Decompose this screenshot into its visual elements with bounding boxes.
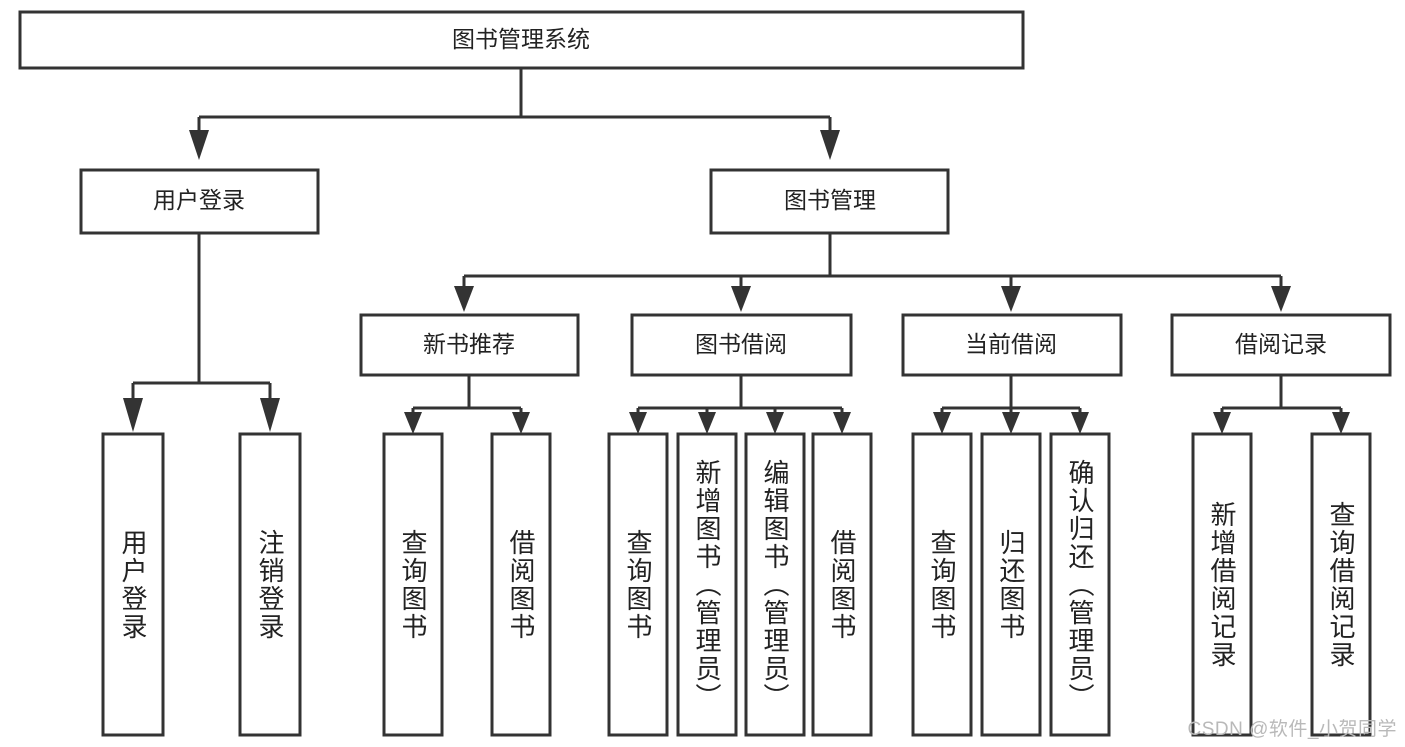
node-current-borrow-label: 当前借阅 — [965, 331, 1057, 357]
connector-group-book-manage — [454, 233, 1291, 312]
node-leaf-return-book-box[interactable] — [980, 432, 1042, 737]
arrow-head-leaf-confirm-return — [1071, 412, 1089, 434]
arrow-head-leaf-logout-login — [260, 398, 280, 432]
node-user-login-box[interactable] — [79, 168, 320, 235]
node-book-manage-label: 图书管理 — [784, 187, 876, 213]
arrow-head-book-borrow — [731, 286, 751, 312]
node-user-login[interactable]: 用户登录 — [79, 168, 320, 235]
arrow-head-borrow-record — [1271, 286, 1291, 312]
node-leaf-logout-login-box[interactable] — [238, 432, 302, 737]
connector-group-borrow-record — [1213, 375, 1350, 434]
node-book-borrow[interactable]: 图书借阅 — [630, 313, 853, 377]
node-leaf-add-record-box[interactable] — [1191, 432, 1253, 737]
node-borrow-record-label: 借阅记录 — [1235, 331, 1327, 357]
node-root[interactable]: 图书管理系统 — [18, 10, 1025, 70]
node-borrow-record-box[interactable] — [1170, 313, 1392, 377]
arrow-head-leaf-edit-book — [766, 412, 784, 434]
node-leaf-edit-book-box[interactable] — [744, 432, 806, 737]
node-book-manage-box[interactable] — [709, 168, 950, 235]
arrow-head-leaf-query-record — [1332, 412, 1350, 434]
arrow-head-new-book-recommend — [454, 286, 474, 312]
arrow-head-leaf-user-login — [123, 398, 143, 432]
node-leaf-add-book-box[interactable] — [676, 432, 738, 737]
node-borrow-record[interactable]: 借阅记录 — [1170, 313, 1392, 377]
node-leaf-borrow-book-1-box[interactable] — [490, 432, 552, 737]
arrow-head-leaf-add-book — [698, 412, 716, 434]
node-leaf-query-book-2-box[interactable] — [607, 432, 669, 737]
arrow-head-leaf-query-book-3 — [933, 412, 951, 434]
connector-group-current-borrow — [933, 375, 1089, 434]
arrow-head-book-manage — [820, 130, 840, 160]
node-leaf-borrow-book-2-box[interactable] — [811, 432, 873, 737]
arrow-head-leaf-borrow-book-1 — [512, 412, 530, 434]
arrow-head-leaf-borrow-book-2 — [833, 412, 851, 434]
node-book-manage[interactable]: 图书管理 — [709, 168, 950, 235]
node-leaf-user-login-box[interactable] — [101, 432, 165, 737]
node-new-book-recommend-box[interactable] — [359, 313, 580, 377]
arrow-head-leaf-return-book — [1002, 412, 1020, 434]
arrow-head-user-login — [189, 130, 209, 160]
node-root-box[interactable] — [18, 10, 1025, 70]
arrow-head-leaf-query-book-2 — [629, 412, 647, 434]
node-current-borrow-box[interactable] — [901, 313, 1123, 377]
node-book-borrow-label: 图书借阅 — [695, 331, 787, 357]
node-leaf-confirm-return-box[interactable] — [1049, 432, 1111, 737]
node-new-book-recommend[interactable]: 新书推荐 — [359, 313, 580, 377]
node-leaf-query-book-3-box[interactable] — [911, 432, 973, 737]
connector-group-user-login — [123, 233, 280, 432]
arrow-head-leaf-add-record — [1213, 412, 1231, 434]
arrow-head-current-borrow — [1001, 286, 1021, 312]
node-book-borrow-box[interactable] — [630, 313, 853, 377]
node-root-label: 图书管理系统 — [452, 26, 590, 52]
node-leaf-query-record-box[interactable] — [1310, 432, 1372, 737]
node-new-book-recommend-label: 新书推荐 — [423, 331, 515, 357]
arrow-head-leaf-query-book-1 — [404, 412, 422, 434]
connector-group-book-borrow — [629, 375, 851, 434]
node-leaf-query-book-1-box[interactable] — [382, 432, 444, 737]
node-user-login-label: 用户登录 — [153, 187, 245, 213]
connector-group-new-book-recommend — [404, 375, 530, 434]
node-current-borrow[interactable]: 当前借阅 — [901, 313, 1123, 377]
connector-group-root — [189, 68, 840, 160]
